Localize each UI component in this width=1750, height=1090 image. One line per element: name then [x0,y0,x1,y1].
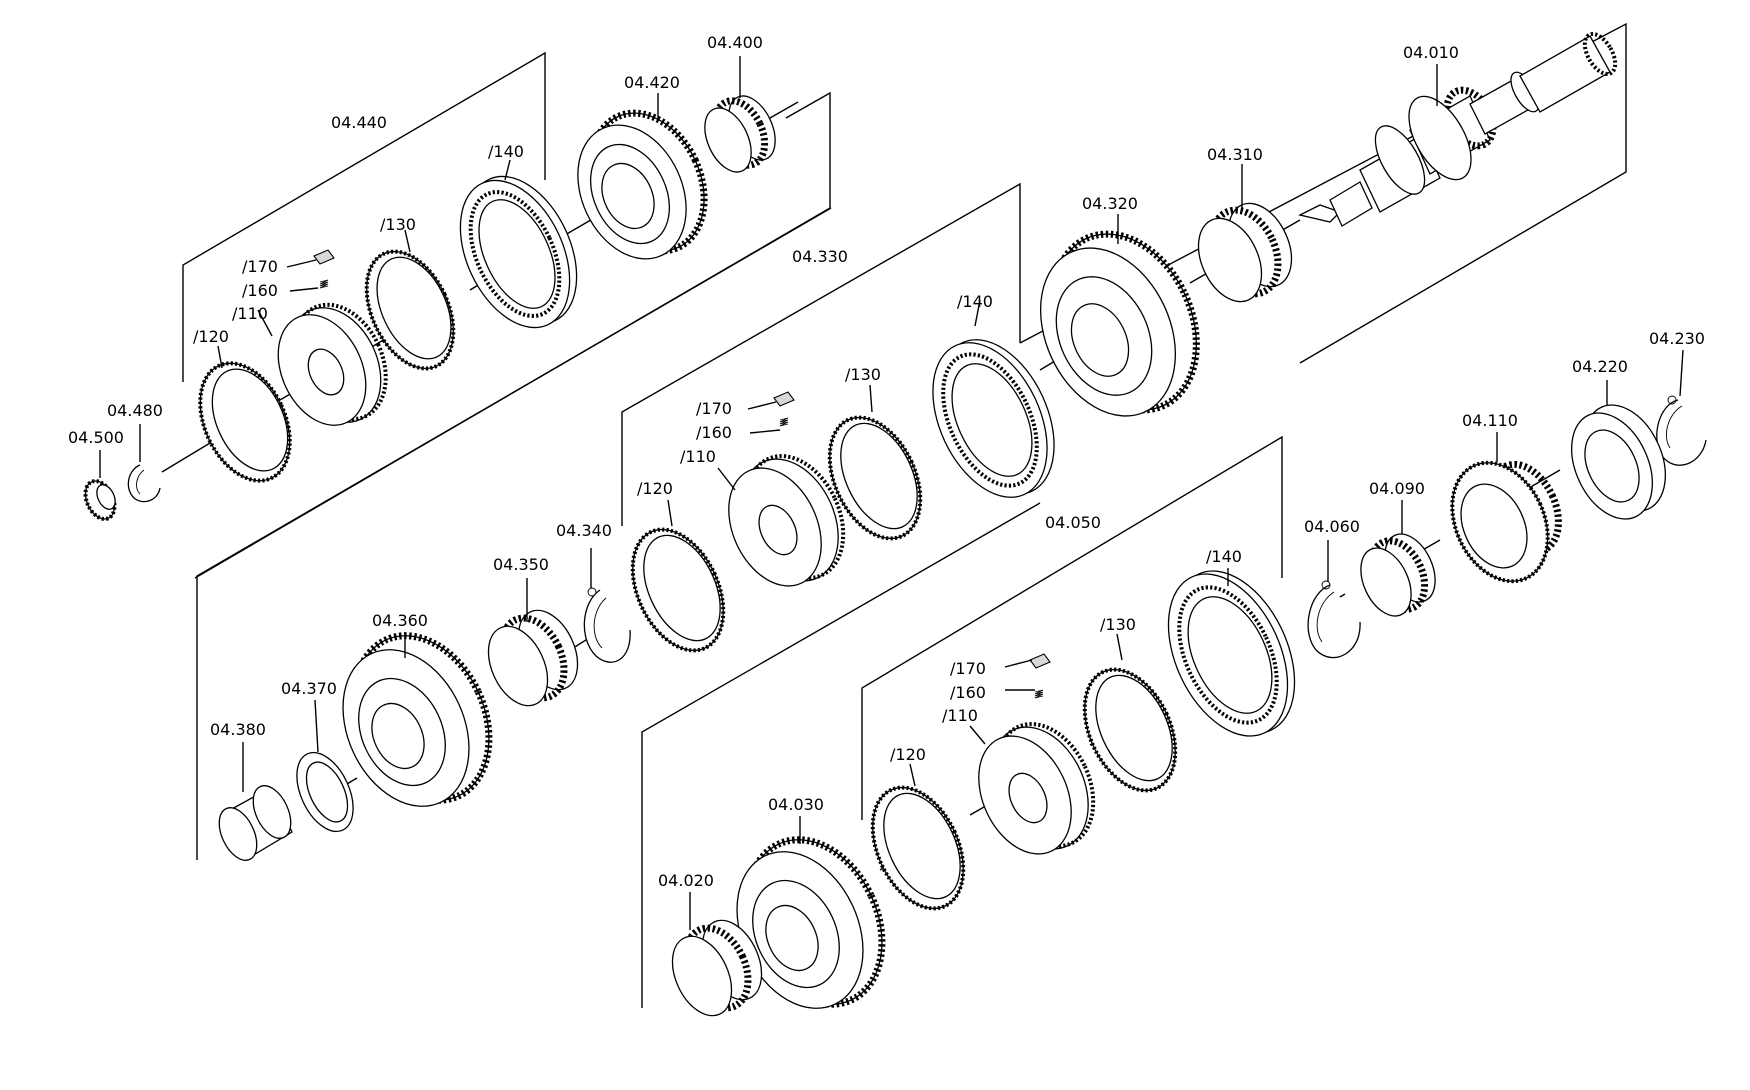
part-04-420-gear[interactable] [557,95,725,277]
part-lower-120-ring[interactable] [855,773,982,923]
part-upper-130-ring[interactable] [349,238,470,383]
label-04-330[interactable]: 04.330 [792,247,848,266]
part-04-400-bearing[interactable] [696,89,785,180]
label-upper-140[interactable]: /140 [488,142,524,161]
part-04-230-snap-ring[interactable] [1656,395,1707,466]
part-04-360-gear[interactable] [319,614,515,827]
part-upper-170-block[interactable] [313,249,335,265]
part-lower-170-block[interactable] [1029,653,1051,669]
part-04-480[interactable] [127,464,161,503]
label-middle-110[interactable]: /110 [680,447,716,466]
part-lower-130-ring[interactable] [1067,655,1194,805]
part-04-320-gear[interactable] [1015,211,1224,438]
label-04-020[interactable]: 04.020 [658,871,714,890]
label-04-320[interactable]: 04.320 [1082,194,1138,213]
label-04-340[interactable]: 04.340 [556,521,612,540]
label-04-230[interactable]: 04.230 [1649,329,1705,348]
label-middle-130[interactable]: /130 [845,365,881,384]
part-04-350-bearing[interactable] [477,601,590,715]
label-04-310[interactable]: 04.310 [1207,145,1263,164]
part-middle-110-hub[interactable] [711,440,862,601]
bracket-04-050 [641,435,1283,1008]
label-04-420[interactable]: 04.420 [624,73,680,92]
label-upper-170[interactable]: /170 [242,257,278,276]
label-lower-110[interactable]: /110 [942,706,978,725]
label-04-440[interactable]: 04.440 [331,113,387,132]
part-middle-160-spring[interactable] [779,417,789,427]
part-lower-160-spring[interactable] [1034,689,1044,699]
bracket-04-010 [1019,22,1627,364]
label-upper-110[interactable]: /110 [232,304,268,323]
part-04-380-bushing[interactable] [212,780,299,866]
part-upper-110-hub[interactable] [261,290,403,440]
label-04-380[interactable]: 04.380 [210,720,266,739]
label-04-090[interactable]: 04.090 [1369,479,1425,498]
part-middle-140-sleeve[interactable] [910,322,1077,516]
label-lower-130[interactable]: /130 [1100,615,1136,634]
part-04-020-bearing[interactable] [661,911,774,1025]
part-04-500[interactable] [80,476,120,523]
label-upper-130[interactable]: /130 [380,215,416,234]
label-04-370[interactable]: 04.370 [281,679,337,698]
part-04-110-gear[interactable] [1434,447,1572,597]
part-middle-170-block[interactable] [773,391,795,407]
part-04-060-snap-ring[interactable] [1307,580,1361,659]
part-04-220-bearing[interactable] [1556,392,1682,532]
part-upper-120-ring[interactable] [183,349,308,495]
label-upper-120[interactable]: /120 [193,327,229,346]
label-upper-160[interactable]: /160 [242,281,278,300]
label-04-360[interactable]: 04.360 [372,611,428,630]
label-04-480[interactable]: 04.480 [107,401,163,420]
part-upper-160-spring[interactable] [319,279,329,289]
part-04-310-bearing[interactable] [1186,193,1304,311]
label-04-010[interactable]: 04.010 [1403,43,1459,62]
label-04-030[interactable]: 04.030 [768,795,824,814]
label-04-060[interactable]: 04.060 [1304,517,1360,536]
label-04-110[interactable]: 04.110 [1462,411,1518,430]
label-04-350[interactable]: 04.350 [493,555,549,574]
label-04-500[interactable]: 04.500 [68,428,124,447]
part-middle-120-ring[interactable] [615,515,742,665]
part-04-090-bearing[interactable] [1351,526,1445,624]
label-middle-120[interactable]: /120 [637,479,673,498]
label-lower-140[interactable]: /140 [1206,547,1242,566]
label-middle-170[interactable]: /170 [696,399,732,418]
label-lower-170[interactable]: /170 [950,659,986,678]
label-04-400[interactable]: 04.400 [707,33,763,52]
label-middle-160[interactable]: /160 [696,423,732,442]
part-labels: 04.010 04.400 04.420 04.440 /140 /130 /1… [68,33,1705,890]
label-lower-160[interactable]: /160 [950,683,986,702]
label-04-220[interactable]: 04.220 [1572,357,1628,376]
part-lower-140-sleeve[interactable] [1145,552,1319,755]
part-upper-140-sleeve[interactable] [439,159,599,345]
axis-lines [161,101,1561,989]
label-04-050[interactable]: 04.050 [1045,513,1101,532]
part-04-010-shaft[interactable] [1298,29,1621,227]
label-lower-120[interactable]: /120 [890,745,926,764]
part-lower-110-hub[interactable] [961,708,1112,869]
part-04-340-snap-ring[interactable] [583,587,631,663]
part-04-370-washer[interactable] [285,744,364,840]
leader-lines [99,56,1684,930]
label-middle-140[interactable]: /140 [957,292,993,311]
part-middle-130-ring[interactable] [812,403,939,553]
bracket-04-330 [196,182,1021,860]
